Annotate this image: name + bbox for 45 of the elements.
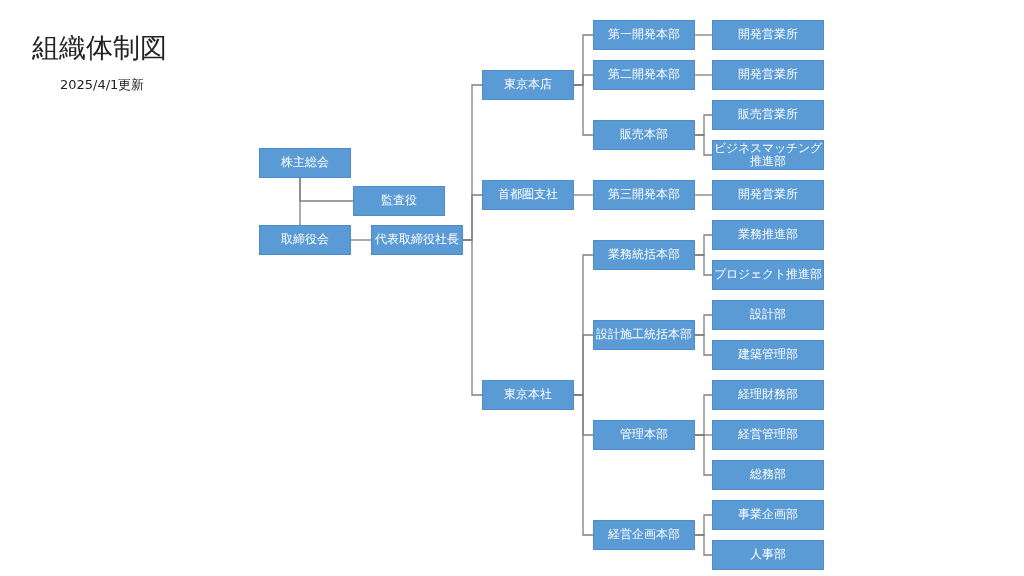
- connector-line: [694, 134, 713, 156]
- org-box: 開発営業所: [712, 20, 824, 50]
- org-box: 管理本部: [593, 420, 695, 450]
- org-box: 経営管理部: [712, 420, 824, 450]
- connector-line: [694, 334, 713, 356]
- org-box: 販売営業所: [712, 100, 824, 130]
- connector-line: [694, 534, 713, 556]
- org-box: 第二開発本部: [593, 60, 695, 90]
- connector-line: [462, 239, 483, 396]
- org-box: 設計部: [712, 300, 824, 330]
- org-box: 首都圏支社: [482, 180, 574, 210]
- title: 組織体制図: [32, 31, 167, 65]
- connector-line: [573, 394, 594, 536]
- org-box: 東京本社: [482, 380, 574, 410]
- org-box: 経営企画本部: [593, 520, 695, 550]
- org-box: 開発営業所: [712, 60, 824, 90]
- org-box: 第一開発本部: [593, 20, 695, 50]
- org-box: 開発営業所: [712, 180, 824, 210]
- connector-line: [694, 74, 713, 76]
- org-box: 業務推進部: [712, 220, 824, 250]
- org-box: 東京本店: [482, 70, 574, 100]
- connector-line: [694, 34, 713, 36]
- org-box: 人事部: [712, 540, 824, 570]
- org-box: 第三開発本部: [593, 180, 695, 210]
- update-date: 2025/4/1更新: [60, 76, 145, 94]
- org-box: 株主総会: [259, 148, 351, 178]
- org-box: 建築管理部: [712, 340, 824, 370]
- connector-line: [573, 194, 594, 196]
- org-box: 取締役会: [259, 225, 351, 255]
- connector-line: [694, 194, 713, 196]
- org-box: 事業企画部: [712, 500, 824, 530]
- org-box: 監査役: [353, 186, 445, 216]
- org-box: 経理財務部: [712, 380, 824, 410]
- connector-line: [694, 254, 713, 276]
- org-box: 販売本部: [593, 120, 695, 150]
- connector-line: [350, 239, 372, 241]
- org-box: 設計施工統括本部: [593, 320, 695, 350]
- org-box: プロジェクト推進部: [712, 260, 824, 290]
- org-box: 総務部: [712, 460, 824, 490]
- org-box: ビジネスマッチング推進部: [712, 140, 824, 170]
- org-box: 業務統括本部: [593, 240, 695, 270]
- connector-line: [694, 434, 713, 476]
- org-box: 代表取締役社長: [371, 225, 463, 255]
- connector-line: [573, 84, 594, 136]
- connector-line: [299, 177, 354, 202]
